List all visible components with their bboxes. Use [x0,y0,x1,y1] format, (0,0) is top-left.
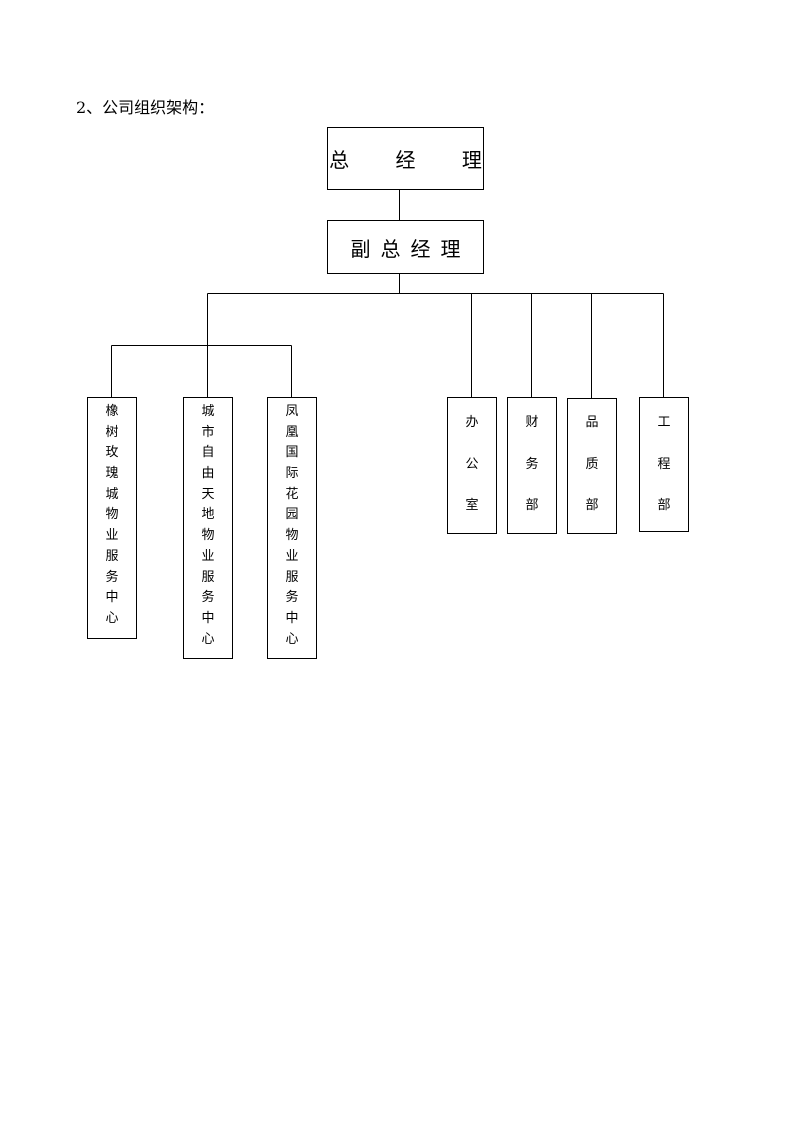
vertical-char: 部 [657,498,671,513]
department-box-4: 工程部 [639,397,689,532]
vertical-char: 务 [285,590,299,606]
department-box-3: 品质部 [567,398,617,534]
vertical-char: 心 [201,631,215,647]
service-center-label-1: 橡树玫瑰城物业服务中心 [88,402,136,630]
vertical-char: 务 [201,590,215,606]
vertical-char: 中 [285,610,299,626]
vertical-char: 服 [105,548,119,564]
vertical-char: 城 [105,486,119,502]
general-manager-label: 总 经 理 [329,148,502,172]
vertical-char: 室 [465,498,479,513]
department-box-2: 财务部 [507,397,557,534]
vertical-char: 地 [201,507,215,523]
deputy-general-manager-box: 副总经理 [327,220,484,274]
vertical-char: 物 [105,507,119,523]
department-label-2: 财务部 [508,402,556,527]
vertical-char: 凤 [285,404,299,419]
vertical-char: 财 [525,415,539,430]
vertical-char: 天 [201,486,215,502]
vertical-char: 工 [657,415,671,430]
vertical-char: 园 [285,507,299,523]
vertical-char: 心 [285,631,299,647]
service-center-box-2: 城市自由天地物业服务中心 [183,397,233,659]
department-box-1: 办公室 [447,397,497,534]
vertical-char: 城 [201,404,215,419]
vertical-char: 品 [585,415,599,430]
general-manager-box: 总 经 理 [327,127,484,190]
vertical-char: 质 [585,456,599,472]
vertical-char: 际 [285,466,299,482]
vertical-char: 业 [201,548,215,564]
vertical-char: 务 [525,456,539,472]
vertical-char: 橡 [105,404,119,419]
deputy-general-manager-label: 副总经理 [350,236,471,261]
department-label-4: 工程部 [640,402,688,527]
vertical-char: 树 [105,424,119,440]
vertical-char: 国 [285,445,299,461]
vertical-char: 程 [657,456,671,472]
vertical-char: 部 [585,498,599,513]
service-center-label-3: 凤凰国际花园物业服务中心 [268,402,316,650]
vertical-char: 玫 [105,445,119,461]
vertical-char: 务 [105,569,119,585]
service-center-box-1: 橡树玫瑰城物业服务中心 [87,397,137,639]
vertical-char: 中 [201,610,215,626]
vertical-char: 物 [285,528,299,544]
vertical-char: 中 [105,590,119,606]
vertical-char: 凰 [285,424,299,440]
vertical-char: 服 [201,569,215,585]
vertical-char: 业 [105,528,119,544]
vertical-char: 花 [285,486,299,502]
vertical-char: 瑰 [105,466,119,482]
vertical-char: 部 [525,498,539,513]
vertical-char: 物 [201,528,215,544]
vertical-char: 由 [201,466,215,482]
vertical-char: 办 [465,415,479,430]
vertical-char: 服 [285,569,299,585]
vertical-char: 自 [201,445,215,461]
service-center-label-2: 城市自由天地物业服务中心 [184,402,232,650]
department-label-3: 品质部 [568,402,616,527]
section-heading: 2、公司组织架构： [76,98,215,117]
vertical-char: 公 [465,456,479,472]
department-label-1: 办公室 [448,402,496,527]
vertical-char: 市 [201,424,215,440]
vertical-char: 心 [105,610,119,626]
vertical-char: 业 [285,548,299,564]
service-center-box-3: 凤凰国际花园物业服务中心 [267,397,317,659]
